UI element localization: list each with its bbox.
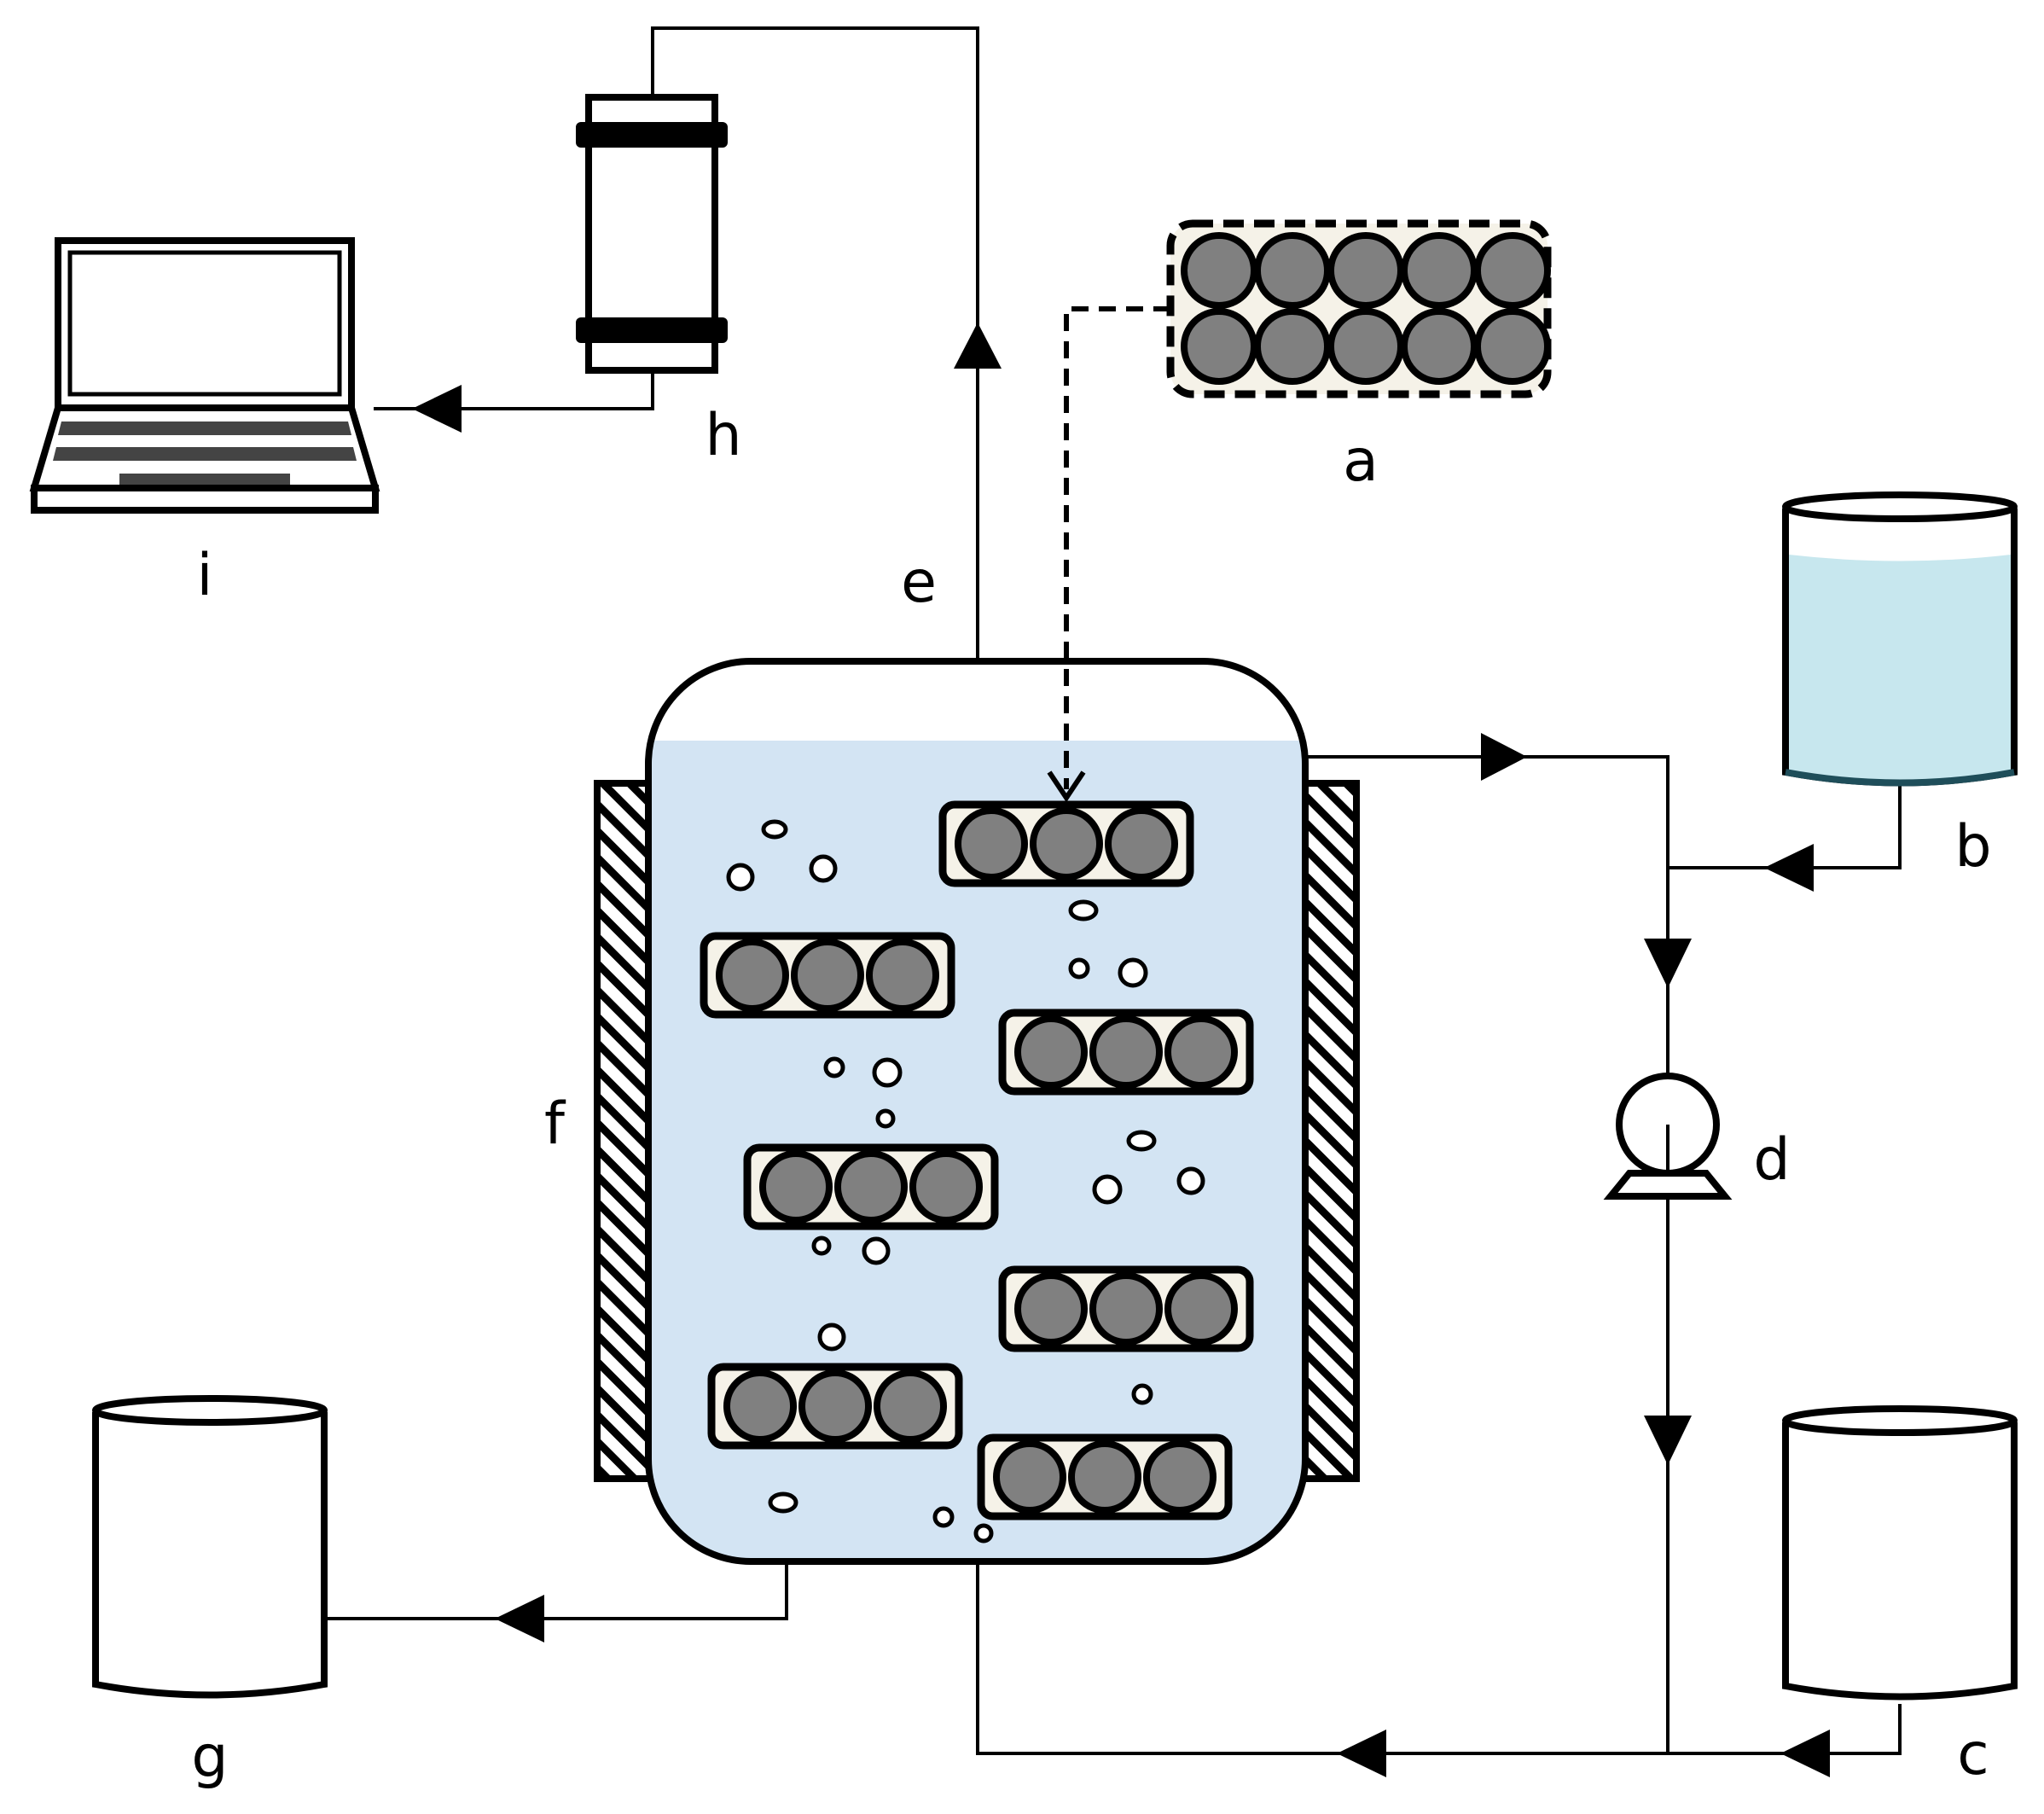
bead-cartridge: [998, 1009, 1254, 1096]
laptop-icon: [29, 237, 380, 514]
bead-cartridges: [700, 800, 1254, 1520]
signal-line: [374, 370, 654, 433]
label-g: g: [191, 1724, 228, 1791]
arrow-left-icon: [1764, 844, 1814, 892]
label-h: h: [705, 402, 741, 469]
arrow-left-icon: [1780, 1730, 1830, 1777]
label-b: b: [1954, 813, 1991, 881]
arrow-left-icon: [1337, 1730, 1386, 1777]
gas-column: [576, 94, 728, 374]
effluent-tank: [92, 1395, 328, 1699]
bead-cartridge: [977, 1433, 1233, 1520]
bead-cartridge: [707, 1363, 963, 1450]
label-i: i: [197, 542, 213, 609]
bead-cartridge: [700, 932, 955, 1019]
label-f: f: [544, 1090, 566, 1158]
arrow-up-icon: [954, 323, 1002, 369]
inlet-bottom-line: [976, 1561, 1902, 1777]
feed-line: [1668, 783, 1902, 892]
label-e: e: [901, 549, 937, 616]
feed-tank: [1782, 491, 2018, 787]
bead-cartridge: [938, 800, 1194, 887]
arrow-down-icon: [1644, 939, 1692, 988]
pump-icon: [1603, 1073, 1733, 1200]
arrow-right-icon: [1481, 733, 1527, 781]
arrow-left-icon: [495, 1595, 544, 1642]
label-a: a: [1343, 427, 1379, 495]
gas-bubbles: [726, 819, 1205, 1544]
tank-c: [1782, 1405, 2018, 1701]
recirculation-line: [1305, 733, 1692, 1753]
arrow-down-icon: [1644, 1416, 1692, 1465]
bead-supply: [1166, 219, 1552, 398]
bead-feed-dashed-line: [1047, 306, 1170, 803]
heating-jacket: [594, 780, 1360, 1482]
arrow-left-icon: [412, 385, 462, 433]
bead-cartridge: [998, 1265, 1254, 1352]
gas-outlet-line: [651, 26, 1002, 661]
effluent-line: [327, 1561, 788, 1642]
label-d: d: [1753, 1126, 1790, 1194]
label-c: c: [1957, 1721, 1989, 1788]
heating-jacket-right: [1300, 780, 1360, 1482]
heating-jacket-left: [594, 780, 653, 1482]
bead-cartridge: [743, 1143, 999, 1230]
